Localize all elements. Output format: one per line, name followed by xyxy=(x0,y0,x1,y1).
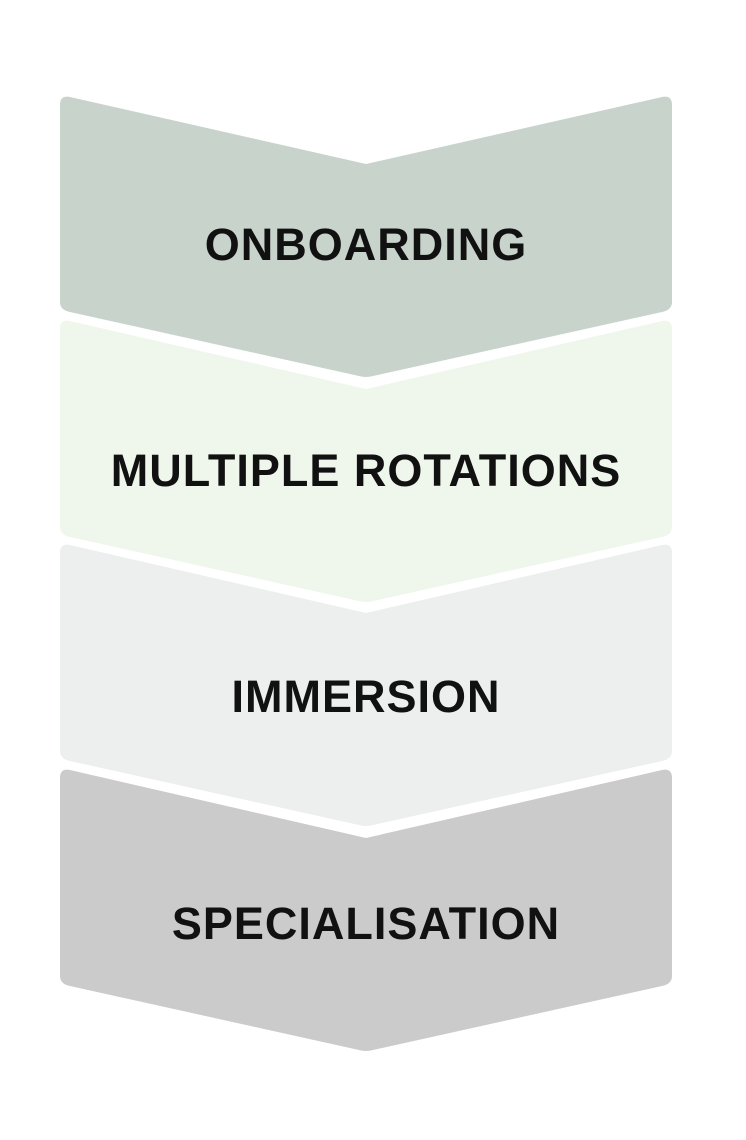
stage-shape-onboarding xyxy=(60,96,672,378)
stage-immersion: IMMERSION xyxy=(60,544,672,826)
stage-shape-multiple-rotations xyxy=(60,320,672,602)
stage-onboarding: ONBOARDING xyxy=(60,96,672,378)
stage-label-multiple-rotations: MULTIPLE ROTATIONS xyxy=(111,445,621,496)
stage-label-immersion: IMMERSION xyxy=(231,671,500,722)
stage-shape-immersion xyxy=(60,544,672,826)
stage-specialisation: SPECIALISATION xyxy=(60,769,672,1051)
stage-multiple-rotations: MULTIPLE ROTATIONS xyxy=(60,320,672,602)
stage-label-specialisation: SPECIALISATION xyxy=(172,898,560,949)
stage-shape-specialisation xyxy=(60,769,672,1051)
stage-label-onboarding: ONBOARDING xyxy=(205,219,528,270)
